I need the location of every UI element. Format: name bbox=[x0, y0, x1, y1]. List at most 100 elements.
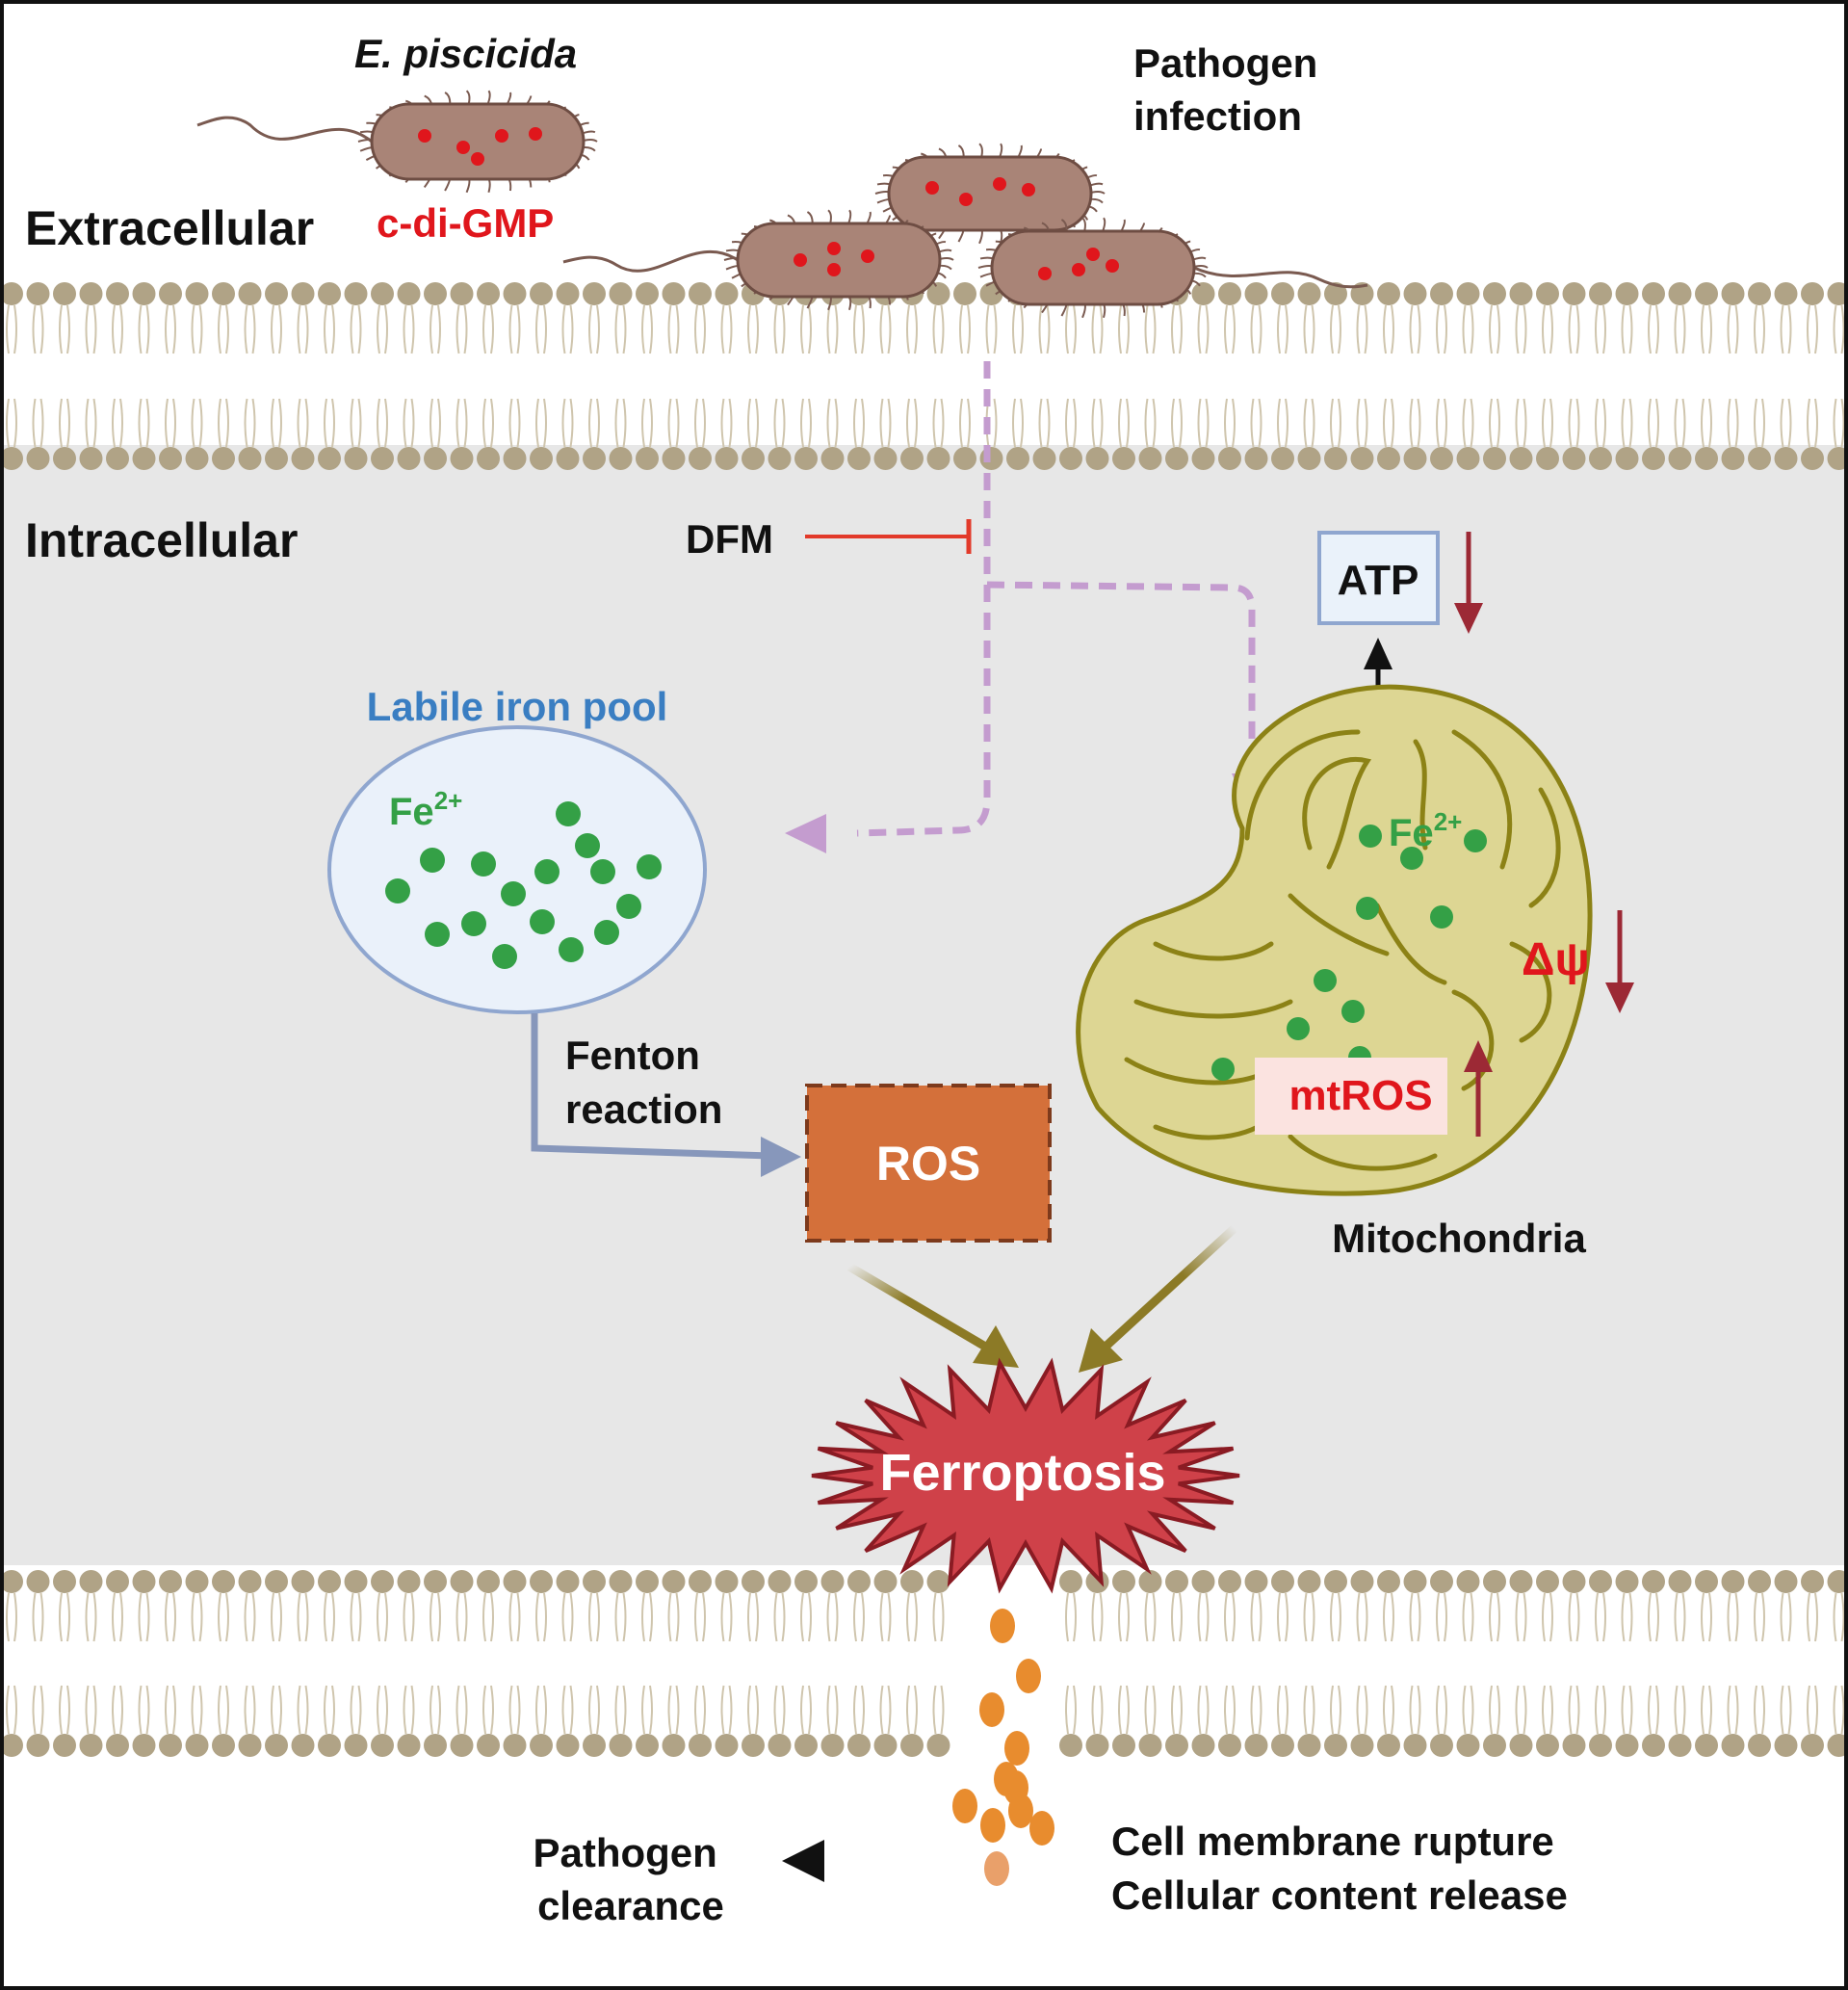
lipid-head-icon bbox=[689, 282, 712, 305]
lipid-tail-icon bbox=[720, 1592, 733, 1642]
lipid-tail-icon bbox=[826, 398, 839, 448]
lipid-head-icon bbox=[1536, 1734, 1559, 1757]
lipid-tail-icon bbox=[1727, 304, 1739, 354]
lipid-head-icon bbox=[1138, 447, 1162, 470]
lipid-head-icon bbox=[1774, 282, 1798, 305]
lipid-head-icon bbox=[1191, 447, 1215, 470]
lipid-tail-icon bbox=[1621, 1685, 1633, 1735]
lipid-head-icon bbox=[530, 282, 553, 305]
lipid-tail-icon bbox=[800, 398, 812, 448]
lipid-head-icon bbox=[583, 282, 606, 305]
lipid-tail-icon bbox=[508, 304, 521, 354]
lipid-tail-icon bbox=[1065, 398, 1077, 448]
iron-ion-icon bbox=[1359, 825, 1382, 848]
lipid-tail-icon bbox=[165, 398, 176, 448]
lipid-head-icon bbox=[1562, 1734, 1586, 1757]
clearance-arrowhead bbox=[782, 1840, 824, 1882]
lipid-tail-icon bbox=[641, 398, 653, 448]
crista-icon bbox=[1374, 903, 1447, 985]
lipid-head-icon bbox=[530, 1570, 553, 1593]
lipid-head-icon bbox=[1695, 1570, 1718, 1593]
lipid-head-icon bbox=[1059, 447, 1082, 470]
lipid-tail-icon bbox=[482, 1685, 494, 1735]
iron-ion-icon bbox=[1314, 969, 1337, 992]
lipid-tail-icon bbox=[455, 398, 468, 448]
lipid-head-icon bbox=[1059, 1570, 1082, 1593]
lipid-head-icon bbox=[768, 1570, 792, 1593]
crista-icon bbox=[1302, 757, 1372, 870]
lipid-head-icon bbox=[1191, 1570, 1215, 1593]
lipid-head-icon bbox=[265, 282, 288, 305]
lipid-tail-icon bbox=[614, 1592, 627, 1642]
lipid-tail-icon bbox=[1091, 304, 1104, 354]
lipid-tail-icon bbox=[800, 304, 812, 354]
lipid-tail-icon bbox=[1833, 398, 1845, 448]
lipid-tail-icon bbox=[218, 398, 229, 448]
lipid-tail-icon bbox=[1144, 398, 1157, 448]
lipid-head-icon bbox=[820, 1734, 845, 1757]
fenton-reaction-label: Fenton reaction bbox=[565, 1033, 722, 1132]
lipid-head-icon bbox=[609, 447, 633, 470]
cellular-content-drop-icon bbox=[1004, 1731, 1029, 1766]
ros-to-ferroptosis-arrow bbox=[846, 1263, 995, 1354]
lipid-tail-icon bbox=[1701, 304, 1712, 354]
lipid-tail-icon bbox=[1595, 1592, 1606, 1642]
lipid-tail-icon bbox=[1489, 1592, 1500, 1642]
lipid-head-icon bbox=[1509, 447, 1533, 470]
lipid-head-icon bbox=[477, 282, 500, 305]
lipid-tail-icon bbox=[350, 1685, 362, 1735]
lipid-tail-icon bbox=[773, 304, 786, 354]
lipid-tail-icon bbox=[403, 398, 415, 448]
lipid-head-icon bbox=[1218, 1570, 1241, 1593]
lipid-head-icon bbox=[1801, 1734, 1824, 1757]
lipid-tail-icon bbox=[1277, 304, 1288, 354]
lipid-head-icon bbox=[318, 1734, 341, 1757]
lipid-tail-icon bbox=[112, 304, 123, 354]
lipid-head-icon bbox=[1297, 1570, 1321, 1593]
lipid-head-icon bbox=[0, 447, 23, 470]
lipid-head-icon bbox=[583, 447, 606, 470]
lipid-tail-icon bbox=[377, 1592, 388, 1642]
lipid-tail-icon bbox=[1250, 1685, 1262, 1735]
lipid-tail-icon bbox=[1568, 398, 1580, 448]
lipid-head-icon bbox=[662, 1734, 686, 1757]
plasma-membrane-top bbox=[0, 282, 1848, 470]
lipid-head-icon bbox=[1483, 1734, 1506, 1757]
iron-ion-icon bbox=[461, 911, 486, 936]
lipid-head-icon bbox=[1801, 1570, 1824, 1593]
lipid-head-icon bbox=[1589, 1570, 1612, 1593]
lipid-tail-icon bbox=[297, 304, 309, 354]
lipid-head-icon bbox=[1483, 1570, 1506, 1593]
crista-icon bbox=[1528, 787, 1561, 908]
lipid-tail-icon bbox=[429, 1685, 441, 1735]
lipid-head-icon bbox=[847, 1734, 871, 1757]
lipid-tail-icon bbox=[1648, 398, 1659, 448]
lipid-head-icon bbox=[1324, 1734, 1347, 1757]
bacterium-name-label: E. piscicida bbox=[354, 31, 577, 76]
lipid-tail-icon bbox=[350, 398, 362, 448]
iron-ion-icon bbox=[575, 833, 600, 858]
lipid-head-icon bbox=[1562, 447, 1586, 470]
lipid-tail-icon bbox=[138, 304, 150, 354]
crista-icon bbox=[1509, 941, 1552, 1043]
lipid-tail-icon bbox=[6, 1592, 17, 1642]
lipid-tail-icon bbox=[614, 304, 627, 354]
lipid-tail-icon bbox=[1224, 1685, 1236, 1735]
lipid-head-icon bbox=[1324, 447, 1347, 470]
lipid-head-icon bbox=[450, 282, 474, 305]
lipid-tail-icon bbox=[59, 398, 70, 448]
lipid-head-icon bbox=[477, 447, 500, 470]
lipid-head-icon bbox=[742, 1734, 765, 1757]
lipid-tail-icon bbox=[853, 1685, 865, 1735]
lipid-head-icon bbox=[583, 1734, 606, 1757]
lipid-head-icon bbox=[1589, 1734, 1612, 1757]
lipid-head-icon bbox=[26, 282, 50, 305]
cellular-content-drop-icon bbox=[1029, 1811, 1054, 1846]
lipid-tail-icon bbox=[1330, 1592, 1341, 1642]
lipid-head-icon bbox=[318, 1570, 341, 1593]
mitochondria-label: Mitochondria bbox=[1332, 1216, 1586, 1261]
lipid-head-icon bbox=[1271, 447, 1294, 470]
lipid-tail-icon bbox=[535, 1685, 547, 1735]
